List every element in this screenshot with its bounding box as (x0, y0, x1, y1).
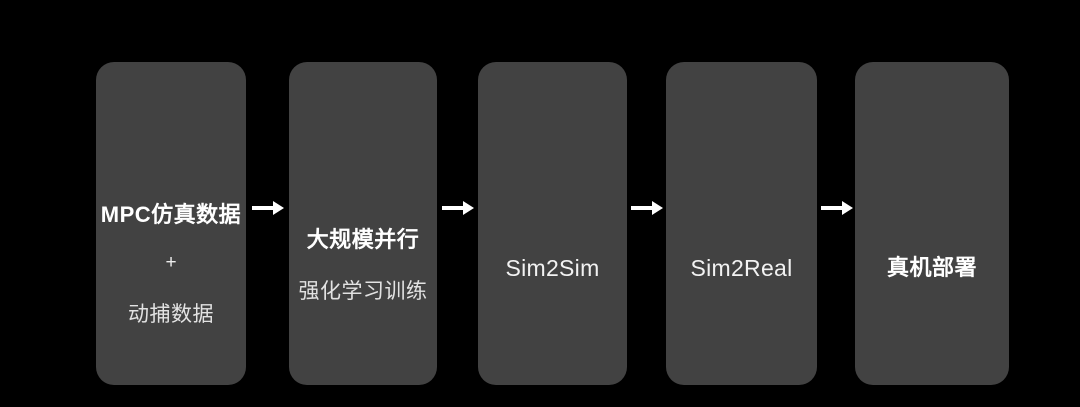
arrow-shaft (442, 206, 465, 210)
arrow-head (463, 201, 474, 215)
arrow-right-icon (252, 200, 284, 216)
arrow-head (652, 201, 663, 215)
arrow-shaft (821, 206, 844, 210)
stage-3-label: Sim2Sim (505, 255, 600, 281)
pipeline-stage-1: MPC仿真数据 + 动捕数据 (96, 62, 246, 385)
pipeline-stage-3: Sim2Sim (478, 62, 627, 385)
stage-1-label-secondary: 动捕数据 (128, 303, 214, 326)
pipeline-stage-2: 大规模并行 强化学习训练 (289, 62, 437, 385)
arrow-head (842, 201, 853, 215)
stage-4-label: Sim2Real (690, 255, 793, 281)
arrow-shaft (252, 206, 275, 210)
arrow-right-icon (631, 200, 663, 216)
arrow-right-icon (442, 200, 474, 216)
arrow-shaft (631, 206, 654, 210)
stage-2-label-primary: 大规模并行 (306, 227, 420, 252)
stage-2-label-secondary: 强化学习训练 (298, 280, 428, 303)
stage-5-label: 真机部署 (886, 255, 977, 280)
pipeline-stage-4: Sim2Real (666, 62, 817, 385)
arrow-head (273, 201, 284, 215)
stage-1-label-plus: + (165, 252, 177, 273)
stage-1-label-primary: MPC仿真数据 (100, 202, 242, 227)
arrow-right-icon (821, 200, 853, 216)
pipeline-stage-5: 真机部署 (855, 62, 1009, 385)
